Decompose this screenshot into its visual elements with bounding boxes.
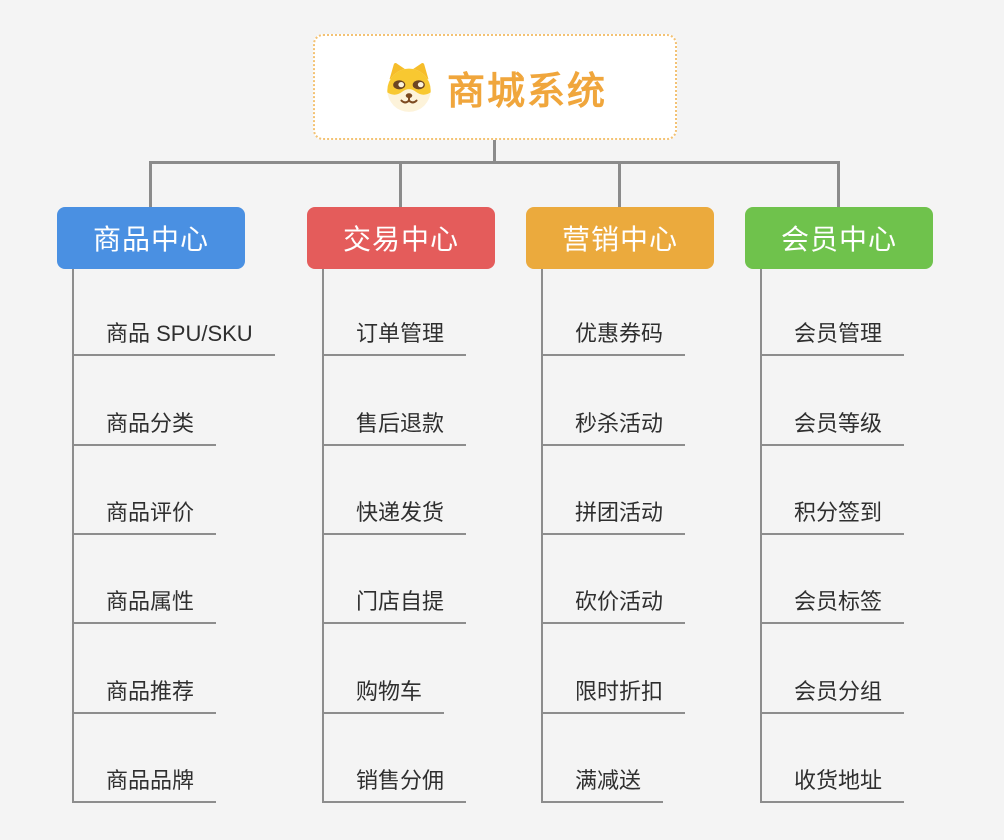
connector-drop [149, 161, 152, 208]
child-topic[interactable]: 订单管理 [322, 314, 467, 356]
branch-child-line [322, 269, 324, 803]
branch-box-trade-center[interactable]: 交易中心 [307, 207, 495, 269]
branch-product-center: 商品中心 商品 SPU/SKU 商品分类 商品评价 商品属性 商品推荐 商品品牌 [57, 207, 275, 807]
child-topic[interactable]: 销售分佣 [322, 761, 467, 803]
dog-face-icon [383, 61, 435, 113]
connector-root-stub [493, 140, 496, 163]
child-topic[interactable]: 商品 SPU/SKU [72, 314, 275, 356]
branch-child-line [760, 269, 762, 803]
child-topic[interactable]: 砍价活动 [541, 582, 686, 624]
branch-child-line [541, 269, 543, 803]
branch-child-line [72, 269, 74, 803]
child-topic[interactable]: 商品品牌 [72, 761, 217, 803]
branch-box-member-center[interactable]: 会员中心 [745, 207, 933, 269]
child-topic[interactable]: 会员分组 [760, 672, 905, 714]
branch-trade-center: 交易中心 订单管理 售后退款 快递发货 门店自提 购物车 销售分佣 [307, 207, 495, 807]
child-topic[interactable]: 售后退款 [322, 404, 467, 446]
child-topic[interactable]: 商品推荐 [72, 672, 217, 714]
child-topic[interactable]: 会员等级 [760, 404, 905, 446]
child-topic[interactable]: 商品评价 [72, 493, 217, 535]
branch-box-product-center[interactable]: 商品中心 [57, 207, 245, 269]
connector-drop [618, 161, 621, 208]
connector-drop [837, 161, 840, 208]
child-topic[interactable]: 商品分类 [72, 404, 217, 446]
child-topic[interactable]: 限时折扣 [541, 672, 686, 714]
child-topic[interactable]: 购物车 [322, 672, 445, 714]
connector-drop [399, 161, 402, 208]
connector-rail [149, 161, 840, 164]
root-title: 商城系统 [446, 70, 607, 113]
child-topic[interactable]: 拼团活动 [541, 493, 686, 535]
root-node[interactable]: 商城系统 [313, 34, 677, 140]
child-topic[interactable]: 快递发货 [322, 493, 467, 535]
branch-box-marketing-center[interactable]: 营销中心 [526, 207, 714, 269]
child-topic[interactable]: 会员标签 [760, 582, 905, 624]
branch-member-center: 会员中心 会员管理 会员等级 积分签到 会员标签 会员分组 收货地址 [745, 207, 933, 807]
child-topic[interactable]: 收货地址 [760, 761, 905, 803]
child-topic[interactable]: 秒杀活动 [541, 404, 686, 446]
child-topic[interactable]: 会员管理 [760, 314, 905, 356]
child-topic[interactable]: 门店自提 [322, 582, 467, 624]
child-topic[interactable]: 满减送 [541, 761, 664, 803]
child-topic[interactable]: 商品属性 [72, 582, 217, 624]
child-topic[interactable]: 积分签到 [760, 493, 905, 535]
child-topic[interactable]: 优惠券码 [541, 314, 686, 356]
branch-marketing-center: 营销中心 优惠券码 秒杀活动 拼团活动 砍价活动 限时折扣 满减送 [526, 207, 714, 807]
